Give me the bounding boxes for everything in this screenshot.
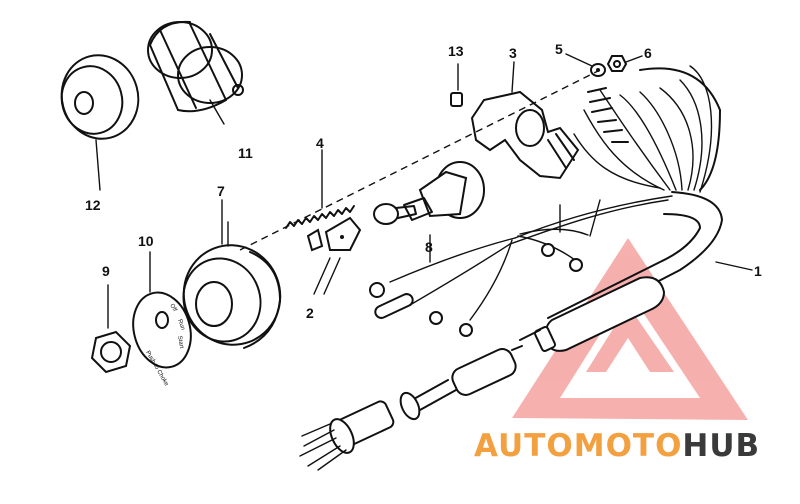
callout-11: 11 [238,145,253,161]
wire-bundle [573,65,721,193]
mounting-bracket-part-3 [470,90,580,180]
callout-8: 8 [425,239,433,255]
leader-lines [95,53,753,271]
watermark-auto: AUTO [474,428,574,464]
watermark-moto: MOTO [574,428,683,464]
contact-plates-part-2 [306,216,362,295]
washer-part-5 [590,63,606,77]
cover-cap-part-12 [60,54,140,140]
lead-wires [369,195,673,337]
ignition-switch-part-8 [373,161,485,263]
sleeve-part-13 [450,92,463,107]
callout-13: 13 [448,43,464,59]
harness-cable-part-1 [519,191,723,352]
callout-6: 6 [644,45,652,61]
retaining-nut-part-9 [90,284,132,374]
callout-12: 12 [85,197,101,213]
callout-labels: 1 2 3 4 5 6 7 8 9 10 11 12 13 [85,41,762,321]
callout-4: 4 [316,135,324,151]
decal-off-text: Off [168,303,177,313]
watermark-logo [512,238,748,420]
callout-9: 9 [102,263,110,279]
decal-run-text: Run [176,319,185,331]
callout-10: 10 [138,233,154,249]
bracket-part-11 [147,20,244,113]
decal-start-text: Start [176,335,184,349]
callout-5: 5 [555,41,563,57]
connector-plug [299,345,523,471]
watermark-text: AUTOMOTOHUB [474,428,760,464]
nut-part-6 [606,55,628,72]
switch-housing-part-7 [182,221,282,349]
watermark-hub: HUB [682,428,760,464]
callout-3: 3 [509,45,517,61]
callout-2: 2 [306,305,314,321]
callout-1: 1 [754,263,762,279]
callout-7: 7 [217,183,225,199]
